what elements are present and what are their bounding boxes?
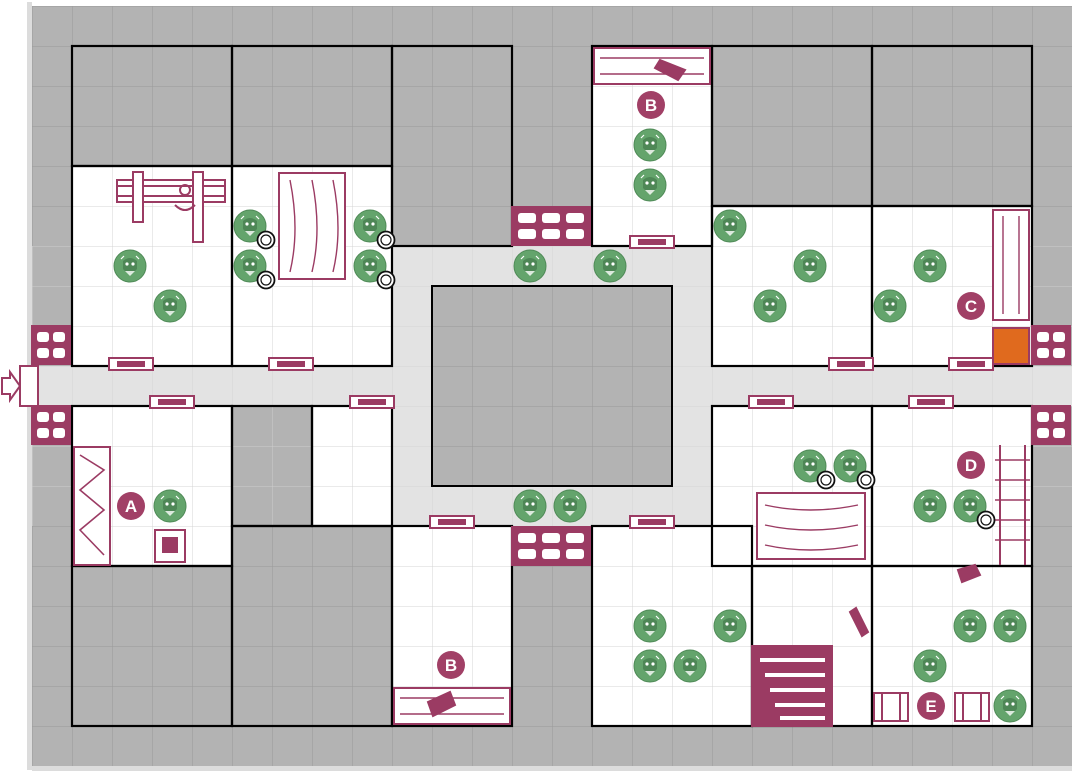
- token-ring-icon[interactable]: [256, 230, 276, 250]
- monster-token-icon[interactable]: [513, 249, 547, 283]
- room-marker-label: E: [925, 697, 936, 716]
- monster-token-icon[interactable]: [633, 128, 667, 162]
- treasure-chest-icon: [873, 692, 909, 722]
- treasure-chest-icon: [154, 529, 186, 563]
- monster-token-icon[interactable]: [113, 249, 147, 283]
- debris-icon: [848, 606, 870, 638]
- room-marker-label: A: [125, 497, 137, 516]
- token-ring-icon[interactable]: [376, 230, 396, 250]
- bookcase-icon: [593, 47, 711, 85]
- monster-token-icon[interactable]: [753, 289, 787, 323]
- table-icon: [756, 492, 866, 560]
- bookcase-icon: [992, 209, 1030, 321]
- monster-token-icon[interactable]: [713, 609, 747, 643]
- treasure-chest-icon: [954, 692, 990, 722]
- monster-token-icon[interactable]: [793, 249, 827, 283]
- monster-token-icon[interactable]: [553, 489, 587, 523]
- token-ring-icon[interactable]: [856, 470, 876, 490]
- room-marker-b-bottom[interactable]: B: [437, 651, 465, 679]
- door-icon[interactable]: [108, 357, 154, 371]
- monster-token-icon[interactable]: [593, 249, 627, 283]
- monster-token-icon[interactable]: [713, 209, 747, 243]
- stairs-icon: [751, 645, 833, 727]
- fireplace-icon: [73, 446, 111, 566]
- torture-rack-icon: [116, 171, 226, 243]
- door-icon[interactable]: [149, 395, 195, 409]
- monster-token-icon[interactable]: [873, 289, 907, 323]
- monster-token-icon[interactable]: [993, 609, 1027, 643]
- monster-token-icon[interactable]: [633, 168, 667, 202]
- room-marker-label: C: [965, 297, 977, 316]
- bookcase-icon: [393, 687, 511, 725]
- door-icon[interactable]: [429, 515, 475, 529]
- monster-token-icon[interactable]: [673, 649, 707, 683]
- door-icon[interactable]: [349, 395, 395, 409]
- monster-token-icon[interactable]: [913, 649, 947, 683]
- token-ring-icon[interactable]: [816, 470, 836, 490]
- token-ring-icon[interactable]: [976, 510, 996, 530]
- door-icon[interactable]: [748, 395, 794, 409]
- monster-token-icon[interactable]: [153, 289, 187, 323]
- monster-token-icon[interactable]: [513, 489, 547, 523]
- entrance-arrow-icon[interactable]: [1, 365, 39, 407]
- monster-token-icon[interactable]: [953, 609, 987, 643]
- furniture: [31, 47, 1071, 727]
- board-ruler-bottom: [32, 766, 1072, 771]
- door-icon[interactable]: [268, 357, 314, 371]
- door-icon[interactable]: [908, 395, 954, 409]
- room-marker-b-top[interactable]: B: [637, 91, 665, 119]
- token-ring-icon[interactable]: [256, 270, 276, 290]
- door-icon[interactable]: [629, 235, 675, 249]
- trap-tile-icon: [992, 327, 1030, 365]
- monster-token-icon[interactable]: [993, 689, 1027, 723]
- monster-token-icon[interactable]: [633, 649, 667, 683]
- room-marker-label: D: [965, 456, 977, 475]
- monster-token-icon[interactable]: [913, 249, 947, 283]
- door-icon[interactable]: [629, 515, 675, 529]
- doors: [108, 235, 994, 529]
- table-icon: [278, 172, 346, 280]
- monster-token-icon[interactable]: [633, 609, 667, 643]
- weapon-rack-icon: [995, 445, 1030, 565]
- debris-icon: [956, 563, 982, 584]
- room-marker-c[interactable]: C: [957, 292, 985, 320]
- door-icon[interactable]: [948, 357, 994, 371]
- monster-token-icon[interactable]: [913, 489, 947, 523]
- room-marker-e[interactable]: E: [917, 692, 945, 720]
- token-ring-icon[interactable]: [376, 270, 396, 290]
- room-marker-label: B: [445, 656, 457, 675]
- door-icon[interactable]: [828, 357, 874, 371]
- room-marker-a[interactable]: A: [117, 492, 145, 520]
- room-marker-label: B: [645, 96, 657, 115]
- room-marker-d[interactable]: D: [957, 451, 985, 479]
- wall-outline: [870, 564, 1034, 728]
- monster-token-icon[interactable]: [153, 489, 187, 523]
- wall-outline: [390, 44, 514, 248]
